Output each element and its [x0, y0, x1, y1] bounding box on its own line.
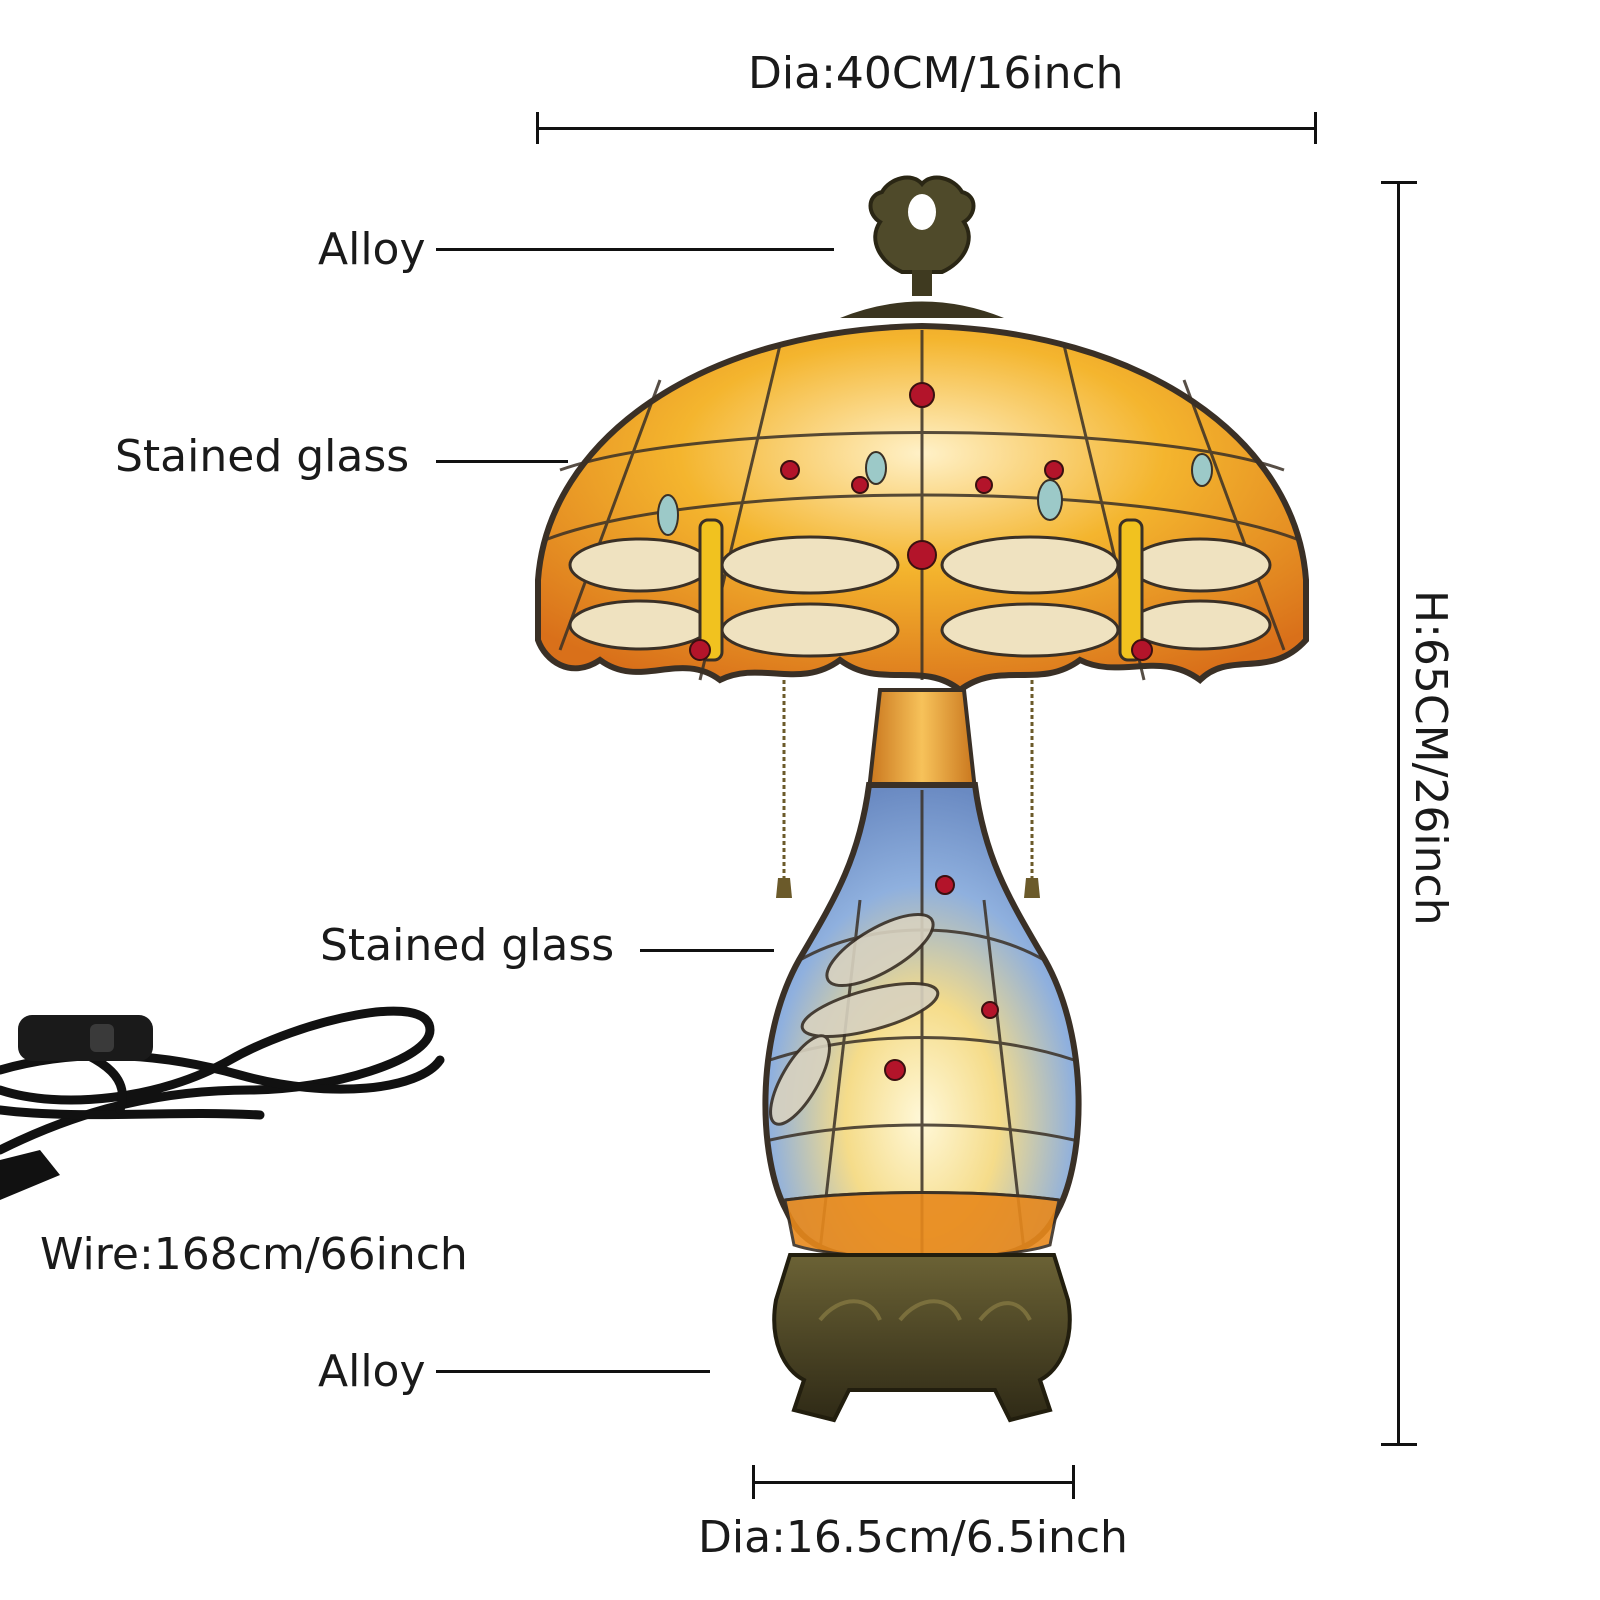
cord-switch	[18, 1015, 153, 1061]
shade-diameter-line	[538, 127, 1316, 130]
stained-glass-shade	[535, 322, 1309, 694]
pull-chains	[782, 680, 1034, 880]
stained-glass-body	[762, 782, 1082, 1266]
shade-diameter-cap-right	[1314, 112, 1317, 144]
wire-label: Wire:168cm/66inch	[40, 1229, 468, 1280]
cord-plug	[0, 1150, 60, 1200]
shade-callout-line	[436, 460, 568, 463]
shade-material-label: Stained glass	[115, 431, 410, 482]
height-label: H:65CM/26inch	[1405, 590, 1456, 926]
base-diameter-cap-right	[1072, 1465, 1075, 1499]
base-diameter-label: Dia:16.5cm/6.5inch	[698, 1512, 1128, 1563]
height-cap-bottom	[1381, 1443, 1417, 1446]
alloy-base	[772, 1253, 1072, 1423]
height-cap-top	[1381, 181, 1417, 184]
body-callout-line	[640, 949, 774, 952]
height-line	[1397, 182, 1400, 1444]
lamp-neck	[866, 688, 978, 792]
base-material-label: Alloy	[318, 1346, 426, 1397]
base-diameter-line	[754, 1481, 1074, 1484]
finial	[840, 175, 1004, 318]
shade-diameter-label: Dia:40CM/16inch	[748, 48, 1124, 99]
base-callout-line	[436, 1370, 710, 1373]
shade-diameter-cap-left	[536, 112, 539, 144]
finial-callout-line	[436, 248, 834, 251]
base-diameter-cap-left	[752, 1465, 755, 1499]
finial-material-label: Alloy	[318, 224, 426, 275]
body-material-label: Stained glass	[320, 920, 615, 971]
